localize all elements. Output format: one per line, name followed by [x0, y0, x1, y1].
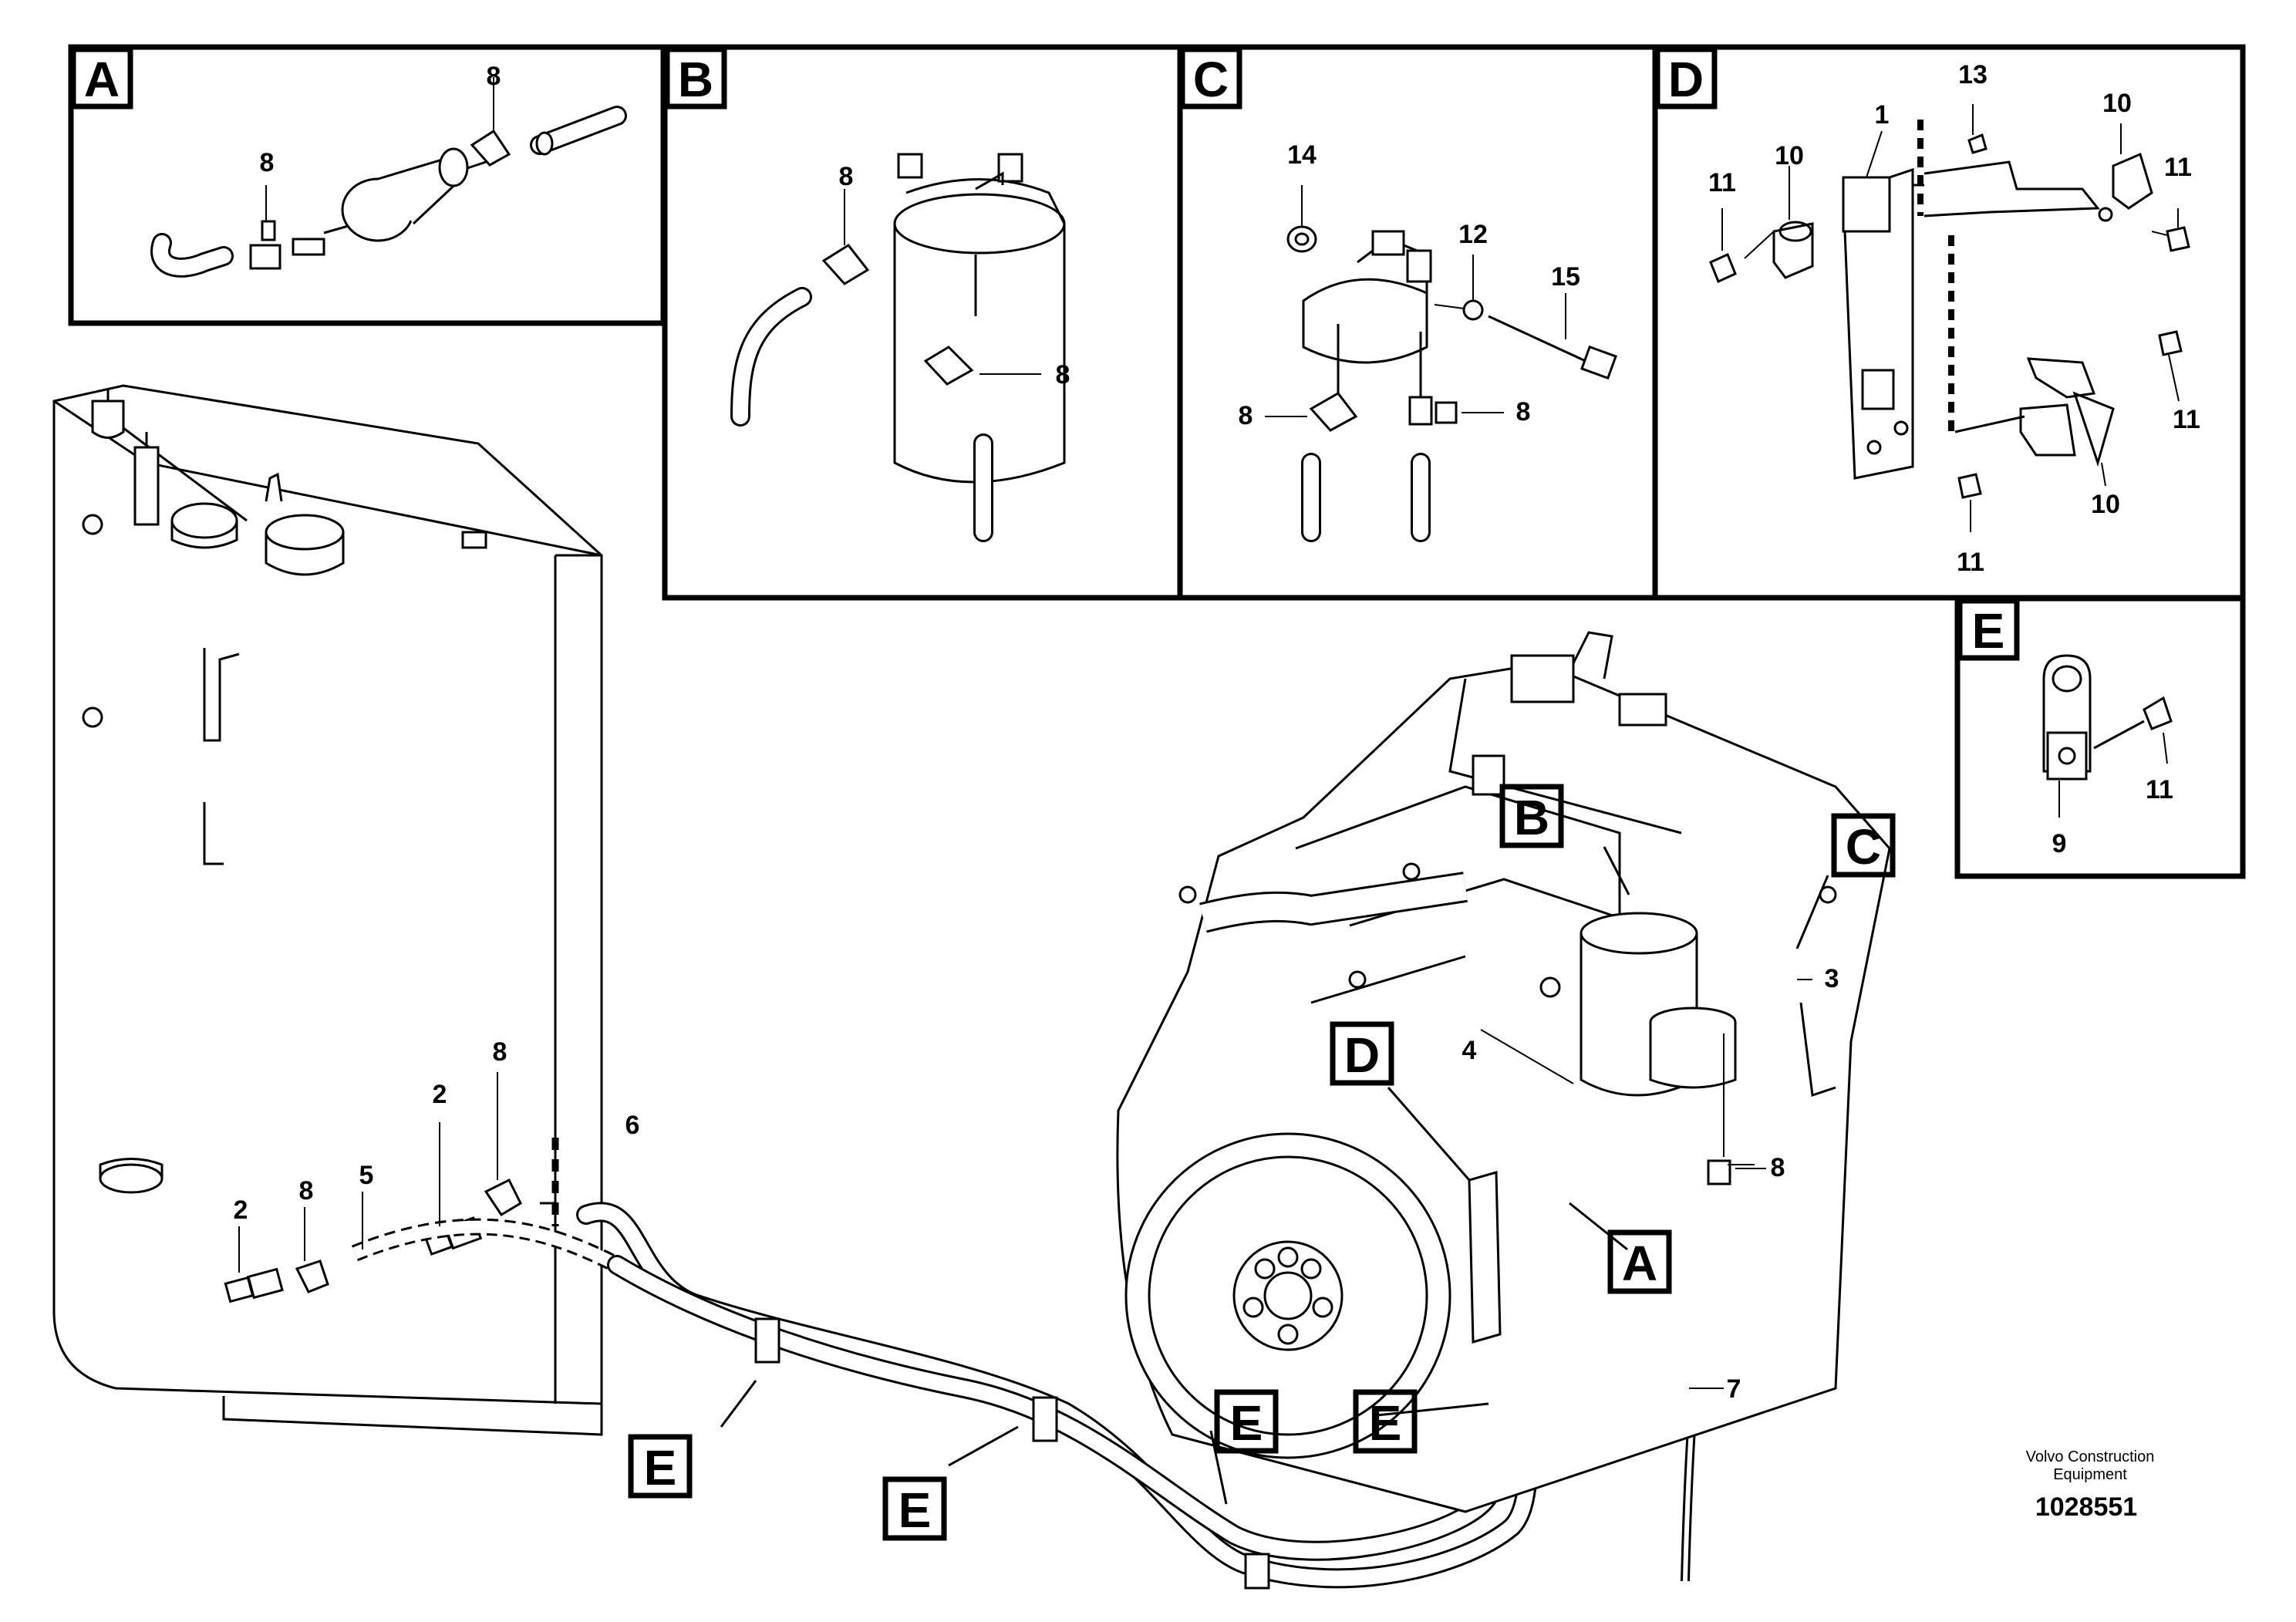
label-12: 12	[1458, 220, 1488, 249]
detail-frame-b: B 8 8	[662, 44, 1183, 601]
drawing-number: 1028551	[2035, 1492, 2137, 1522]
label-11-d1: 11	[1708, 168, 1736, 197]
svg-text:E: E	[644, 1440, 677, 1496]
label-11-d2: 11	[2164, 153, 2192, 182]
label-10-d2: 10	[2102, 89, 2132, 118]
svg-text:C: C	[1846, 819, 1881, 875]
callout-d: D	[1330, 1021, 1394, 1086]
svg-text:E: E	[1230, 1395, 1263, 1451]
label-8-a1: 8	[260, 148, 275, 177]
detail-frame-a: A 8 8	[68, 44, 666, 326]
label-2-lower: 2	[234, 1195, 248, 1225]
drawing-footer: Volvo Construction Equipment 1028551	[2026, 1448, 2155, 1522]
label-10-d3: 10	[2091, 490, 2120, 519]
label-11-e: 11	[2146, 775, 2173, 804]
label-8-upper: 8	[493, 1037, 507, 1067]
svg-text:A: A	[1622, 1236, 1657, 1291]
label-8-lower: 8	[299, 1176, 314, 1206]
engine-assembly	[1116, 631, 1891, 1513]
svg-text:E: E	[1369, 1395, 1402, 1451]
tank-fittings: 2 8 2 8 5 6	[224, 1037, 640, 1303]
detail-letter-e: E	[1972, 603, 2005, 659]
label-2-upper: 2	[433, 1080, 447, 1109]
detail-frame-e: E 11 9	[1954, 595, 2246, 879]
main-part-labels: 3 4 8 7	[1462, 964, 1839, 1404]
label-8-c2: 8	[1516, 397, 1531, 427]
label-9: 9	[2052, 829, 2067, 858]
label-13: 13	[1958, 60, 1988, 89]
label-15: 15	[1551, 262, 1580, 292]
label-14: 14	[1287, 140, 1317, 170]
callout-e-2: E	[882, 1476, 947, 1541]
label-11-d3: 11	[2173, 405, 2200, 434]
label-7: 7	[1727, 1374, 1741, 1404]
svg-text:E: E	[899, 1482, 932, 1538]
label-8-main: 8	[1771, 1153, 1785, 1182]
callout-e-3: E	[1214, 1389, 1279, 1454]
label-3: 3	[1825, 964, 1839, 993]
callout-leaders	[720, 846, 1829, 1505]
callout-a: A	[1607, 1229, 1672, 1294]
detail-letter-a: A	[84, 52, 120, 107]
callout-e-1: E	[628, 1434, 693, 1499]
label-5: 5	[359, 1161, 374, 1190]
label-8-a2: 8	[487, 62, 501, 91]
label-8-b1: 8	[839, 162, 854, 191]
label-10-d1: 10	[1775, 141, 1804, 170]
detail-frame-c: C 14 12 15 8 8	[1177, 44, 1658, 601]
brand-line-1: Volvo Construction	[2026, 1448, 2155, 1465]
callout-b: B	[1499, 784, 1564, 848]
detail-letter-d: D	[1668, 52, 1704, 107]
label-11-d4: 11	[1957, 548, 1984, 577]
callout-e-4: E	[1353, 1389, 1418, 1454]
detail-letter-c: C	[1193, 52, 1229, 107]
callout-c: C	[1831, 813, 1896, 878]
brand-line-2: Equipment	[2053, 1466, 2127, 1483]
detail-frame-d: D	[1652, 44, 2246, 601]
label-4: 4	[1462, 1036, 1477, 1065]
fuel-tank	[52, 384, 603, 1436]
svg-text:D: D	[1344, 1027, 1380, 1083]
callout-boxes: B C D A E E E E	[628, 784, 1896, 1541]
label-8-b2: 8	[1056, 360, 1070, 389]
svg-text:B: B	[1514, 790, 1549, 845]
label-8-c1: 8	[1239, 401, 1253, 430]
label-1: 1	[1875, 100, 1890, 130]
label-6: 6	[625, 1111, 640, 1140]
detail-letter-b: B	[678, 52, 713, 107]
